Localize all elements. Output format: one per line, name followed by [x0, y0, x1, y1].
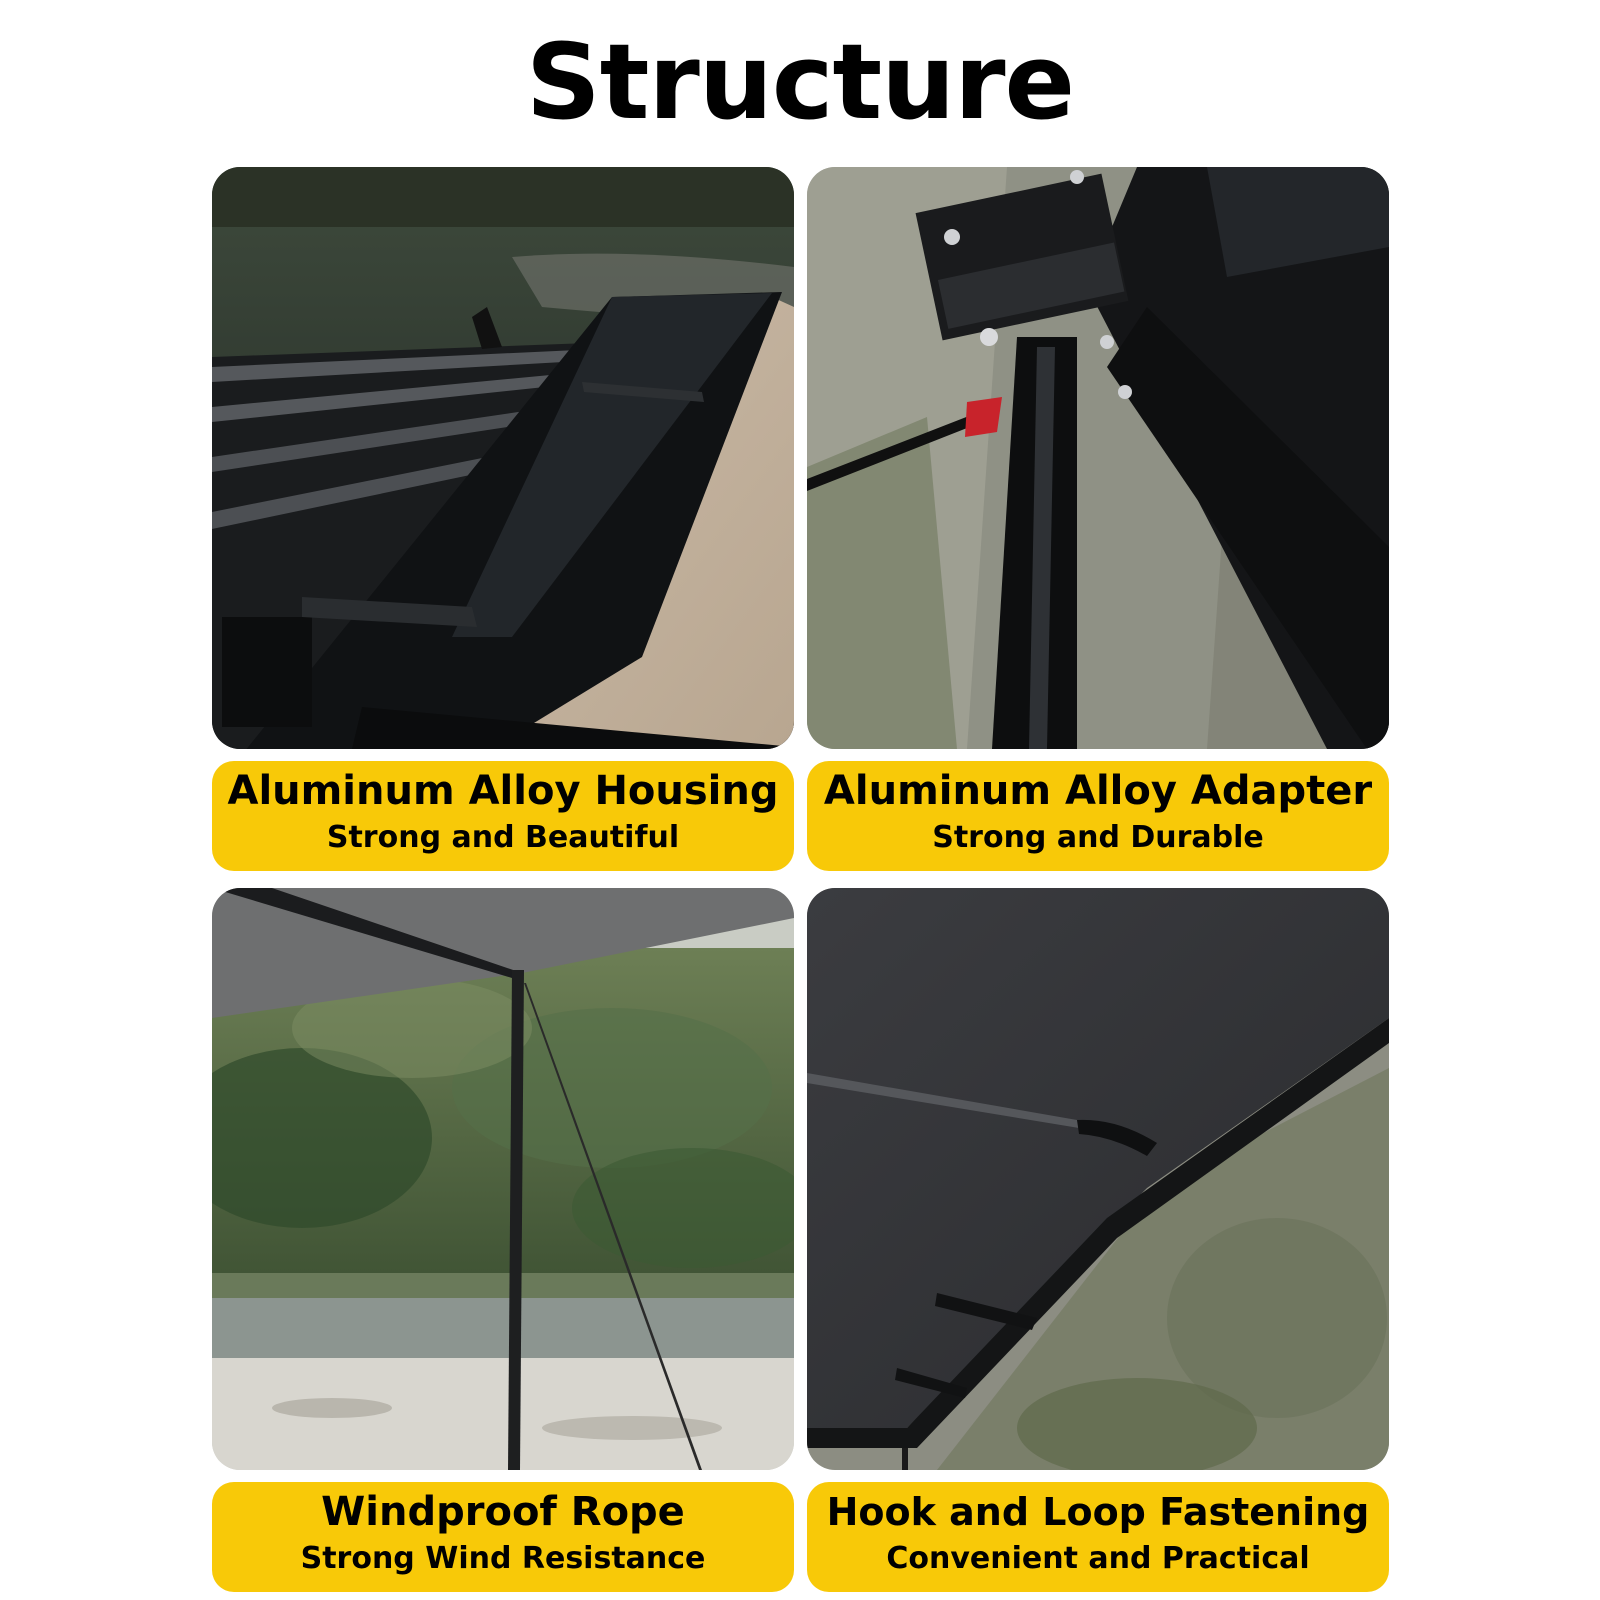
- rope-photo: [212, 888, 794, 1470]
- rope-label: Windproof Rope Strong Wind Resistance: [212, 1482, 794, 1592]
- hook-loop-label: Hook and Loop Fastening Convenient and P…: [807, 1482, 1389, 1592]
- adapter-photo: [807, 167, 1389, 749]
- hook-loop-subheading: Convenient and Practical: [886, 1541, 1310, 1576]
- page-title: Structure: [525, 21, 1075, 143]
- housing-label: Aluminum Alloy Housing Strong and Beauti…: [212, 761, 794, 871]
- hook-loop-photo: [807, 888, 1389, 1470]
- rope-heading: Windproof Rope: [321, 1489, 685, 1535]
- adapter-subheading: Strong and Durable: [932, 820, 1264, 855]
- housing-photo: [212, 167, 794, 749]
- adapter-heading: Aluminum Alloy Adapter: [823, 768, 1373, 814]
- housing-subheading: Strong and Beautiful: [326, 820, 680, 855]
- hook-loop-heading: Hook and Loop Fastening: [826, 1490, 1370, 1534]
- adapter-label: Aluminum Alloy Adapter Strong and Durabl…: [807, 761, 1389, 871]
- housing-heading: Aluminum Alloy Housing: [227, 768, 779, 814]
- rope-subheading: Strong Wind Resistance: [300, 1541, 706, 1576]
